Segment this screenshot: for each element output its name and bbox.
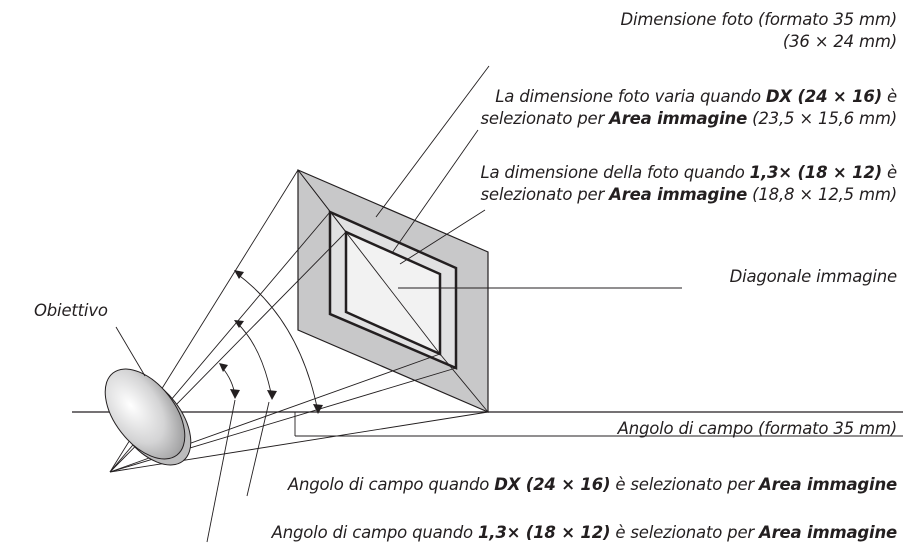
photo-size-35mm-label: Dimensione foto (formato 35 mm) (36 × 24…	[620, 9, 897, 53]
angle-arrowheads	[219, 270, 323, 414]
dx-size-label: La dimensione foto varia quando DX (24 ×…	[480, 86, 897, 130]
crop13-size-text: La dimensione della foto quando	[480, 163, 750, 182]
lens-label: Obiettivo	[34, 301, 108, 320]
crop13-size-label: La dimensione della foto quando 1,3× (18…	[480, 162, 897, 206]
frame-corner-lines	[297, 169, 489, 413]
dx-size-bold: DX (24 × 16)	[765, 87, 882, 106]
angle-35mm-label: Angolo di campo (formato 35 mm)	[617, 419, 898, 438]
photo-size-35mm-line2: (36 × 24 mm)	[782, 32, 897, 51]
angle-dx-text: Angolo di campo quando	[287, 475, 495, 494]
crop13-size-bold2: Area immagine	[609, 185, 748, 204]
angle-dx-bold: DX (24 × 16)	[494, 475, 611, 494]
angle-13-text: Angolo di campo quando	[271, 523, 478, 542]
lens-element	[104, 368, 192, 466]
crop13-size-dimensions: (18,8 × 12,5 mm)	[747, 185, 897, 204]
angle-13-bold: 1,3× (18 × 12)	[478, 523, 611, 542]
diagonal-label: Diagonale immagine	[729, 267, 898, 286]
crop13-size-text-end: è	[882, 163, 897, 182]
angle-13-bold2: Area immagine	[759, 523, 897, 542]
photo-size-35mm-line1: Dimensione foto (formato 35 mm)	[620, 10, 897, 29]
angle-dx-label: Angolo di campo quando DX (24 × 16) è se…	[288, 474, 897, 496]
angle-dx-bold2: Area immagine	[759, 475, 897, 494]
dx-size-text-end: è	[882, 87, 897, 106]
dx-size-text: La dimensione foto varia quando	[495, 87, 766, 106]
angle-dx-text-mid: è selezionato per	[610, 475, 760, 494]
leader-lines	[115, 65, 903, 543]
angle-13-text-mid: è selezionato per	[610, 523, 760, 542]
angle-13-label: Angolo di campo quando 1,3× (18 × 12) è …	[271, 522, 898, 544]
dx-size-text2: selezionato per	[480, 109, 610, 128]
dx-size-dimensions: (23,5 × 15,6 mm)	[747, 109, 897, 128]
crop13-size-text2: selezionato per	[480, 185, 610, 204]
dx-size-bold2: Area immagine	[609, 109, 748, 128]
crop13-size-bold: 1,3× (18 × 12)	[749, 163, 883, 182]
